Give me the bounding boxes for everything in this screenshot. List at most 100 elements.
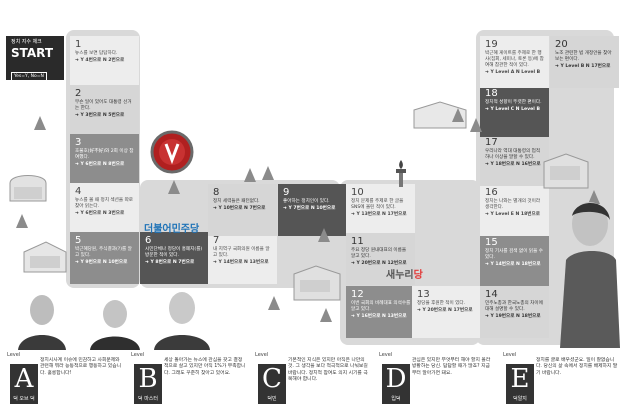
building-center-icon bbox=[293, 265, 341, 301]
cell-18: 18 정치적 성향이 뚜렷한 편이다. ➜ Y Level C N Level … bbox=[480, 85, 549, 137]
cell-nav: ➜ Y Level A N Level B bbox=[485, 70, 541, 75]
level-word: Level bbox=[503, 352, 517, 358]
level-letter: C bbox=[258, 364, 286, 394]
cell-number: 7 bbox=[213, 235, 220, 246]
cell-number: 18 bbox=[485, 88, 498, 99]
cell-nav: ➜ Y 18번으로 N 16번으로 bbox=[485, 162, 541, 167]
cell-number: 1 bbox=[75, 39, 82, 50]
level-name: 입덕 bbox=[382, 394, 410, 404]
cell-5: 5 박근혜당원, 주식결과(?)를 알고 있다. ➜ Y 9번으로 N 10번으… bbox=[70, 232, 139, 284]
level-word: Level bbox=[379, 352, 393, 358]
tree-icon bbox=[320, 308, 332, 322]
cell-15: 15 정치 기사를 검색 없이 읽을 수 있다. ➜ Y 14번으로 N 18번… bbox=[480, 234, 549, 286]
level-description: 정치를 글로 배우셨군요. 일이 잘없습니다. 당신의 삶 속에서 정치를 배제… bbox=[536, 358, 618, 376]
tree-icon bbox=[268, 296, 280, 310]
building-left-icon bbox=[9, 175, 47, 202]
level-description: 세상 돌아가는 뉴스에 관심을 갖고 결정적으로 살고 있지만 아직 1%가 부… bbox=[164, 358, 246, 376]
level-word: Level bbox=[255, 352, 269, 358]
level-name: 덕 오브 덕 bbox=[10, 394, 38, 404]
cell-9: 9 좋아하는 정치인이 있다. ➜ Y 7번으로 N 10번으로 bbox=[278, 184, 347, 236]
cell-number: 12 bbox=[351, 289, 364, 300]
cell-question: 정치 세력들은 패턴없다. bbox=[213, 199, 260, 204]
cell-number: 14 bbox=[485, 289, 498, 300]
building-left2-icon bbox=[23, 241, 67, 273]
cell-4: 4 뉴스를 볼 때 정치 섹션을 따로 찾아 읽는다. ➜ Y 6번으로 N 3… bbox=[70, 183, 139, 235]
tree-icon bbox=[452, 108, 464, 122]
tree-icon bbox=[588, 190, 600, 204]
cell-number: 9 bbox=[283, 187, 290, 198]
cell-question: 내 지역구 국회의원 이름을 알고 있다. bbox=[213, 247, 270, 258]
cell-number: 17 bbox=[485, 137, 498, 148]
cell-question: 뉴스를 보면 답답하다. bbox=[75, 51, 118, 56]
minjoo-logo-icon bbox=[150, 130, 194, 174]
cell-nav: ➜ Y 20번으로 N 17번으로 bbox=[417, 308, 473, 313]
cell-question: 박근혜당원, 주식결과(?)를 알고 있다. bbox=[75, 247, 132, 258]
level-badge: Level D 입덕 bbox=[379, 352, 410, 404]
level-card-c: Level C 덕민 기본적인 지식은 있지만 아직은 나만의 것. 그 생각을… bbox=[252, 348, 370, 404]
cell-nav: ➜ Y 3번으로 N 5번으로 bbox=[75, 113, 125, 118]
cell-question: 시민단체나 정당이 홍폐지(를) 방문한 적이 있다. bbox=[145, 247, 203, 258]
cell-12: 12 이번 국회의 비례대표 의석수를 알고 있다. ➜ Y 16번으로 N 1… bbox=[346, 286, 415, 338]
cell-number: 4 bbox=[75, 186, 82, 197]
level-name: 덕민 bbox=[258, 394, 286, 404]
cell-number: 16 bbox=[485, 187, 498, 198]
level-letter: A bbox=[10, 364, 38, 394]
cell-nav: ➜ Y 9번으로 N 10번으로 bbox=[75, 260, 128, 265]
level-badge: Level B 덕 마스터 bbox=[131, 352, 162, 404]
cell-question: 정치는 나와는 별개의 것이라 생각한다. bbox=[485, 199, 541, 210]
level-badge: Level C 덕민 bbox=[255, 352, 286, 404]
cell-number: 2 bbox=[75, 88, 82, 99]
cell-nav: ➜ Y 14번으로 N 18번으로 bbox=[485, 262, 541, 267]
level-letter: D bbox=[382, 364, 410, 394]
start-title: START bbox=[11, 46, 54, 60]
cell-11: 11 주요 정당 원내대표의 이름을 알고 있다. ➜ Y 20번으로 N 12… bbox=[346, 233, 415, 285]
cell-number: 10 bbox=[351, 187, 364, 198]
cell-nav: ➜ Y 13번으로 N 17번으로 bbox=[351, 212, 407, 217]
level-card-a: Level A 덕 오브 덕 정치시사계 이슈에 민감하고 사회문제와 관련해 … bbox=[4, 348, 122, 404]
cell-nav: ➜ Y 6번으로 N 3번으로 bbox=[75, 211, 125, 216]
tree-icon bbox=[262, 166, 274, 180]
level-name: 덕 마스터 bbox=[134, 394, 162, 404]
cell-1: 1 뉴스를 보면 답답하다. ➜ Y 4번으로 N 2번으로 bbox=[70, 36, 139, 88]
building-right-icon bbox=[543, 153, 589, 189]
saenuri-logo-dang: 당 bbox=[413, 270, 423, 281]
cell-question: 박근혜 게이트를 주제로 한 행사(집회, 세미나, 토론 등)에 참여해 참관… bbox=[485, 51, 544, 68]
cell-question: 우리나라 역대 대통령의 업적 하나 이상을 말할 수 있다. bbox=[485, 149, 541, 160]
cell-nav: ➜ Y 19번으로 N 18번으로 bbox=[485, 314, 541, 319]
level-description: 기본적인 지식은 있지만 아직은 나만의 것. 그 생각을 보다 적극적으로 나… bbox=[288, 358, 368, 382]
tree-icon bbox=[16, 214, 28, 228]
start-box: 정치 지수 체크 START Yes=Y, No=N bbox=[6, 36, 64, 81]
cell-number: 15 bbox=[485, 237, 498, 248]
saenuri-party-logo: 새누리당 bbox=[386, 266, 423, 281]
cell-question: 노조 관련한 법 개정안을 찾아보는 편이다. bbox=[555, 51, 612, 62]
cell-question: 좋아하는 정치인이 있다. bbox=[283, 199, 330, 204]
cell-number: 8 bbox=[213, 187, 220, 198]
start-legend: Yes=Y, No=N bbox=[11, 72, 47, 81]
cell-number: 6 bbox=[145, 235, 152, 246]
torch-icon bbox=[396, 160, 406, 187]
cell-question: 뉴스를 볼 때 정치 섹션을 따로 찾아 읽는다. bbox=[75, 198, 134, 209]
level-word: Level bbox=[131, 352, 145, 358]
tree-icon bbox=[318, 228, 330, 242]
tree-icon bbox=[168, 180, 180, 194]
cell-nav: ➜ Y 14번으로 N 13번으로 bbox=[213, 260, 269, 265]
level-description: 정치시사계 이슈에 민감하고 사회문제와 관련해 뭐라 능동적으로 행동하고 있… bbox=[40, 358, 122, 376]
cell-13: 13 정당을 후원한 적이 있다. ➜ Y 20번으로 N 17번으로 bbox=[412, 286, 481, 338]
cell-16: 16 정치는 나와는 별개의 것이라 생각한다. ➜ Y Level E N 1… bbox=[480, 184, 549, 236]
level-card-b: Level B 덕 마스터 세상 돌아가는 뉴스에 관심을 갖고 결정적으로 살… bbox=[128, 348, 246, 404]
saenuri-logo-text: 새누리 bbox=[386, 270, 414, 281]
cell-20: 20 노조 관련한 법 개정안을 찾아보는 편이다. ➜ Y Level B N… bbox=[550, 36, 619, 88]
level-word: Level bbox=[7, 352, 21, 358]
level-letter: E bbox=[506, 364, 534, 394]
cell-14: 14 민주노총과 한국노총의 차이에 대해 설명할 수 있다. ➜ Y 19번으… bbox=[480, 286, 549, 338]
cell-number: 5 bbox=[75, 235, 82, 246]
cell-nav: ➜ Y 6번으로 N 8번으로 bbox=[75, 162, 125, 167]
cell-question: 정치 문제를 주제로 한 글을 SNS에 올린 적이 있다. bbox=[351, 199, 404, 210]
cell-number: 19 bbox=[485, 39, 498, 50]
cell-10: 10 정치 문제를 주제로 한 글을 SNS에 올린 적이 있다. ➜ Y 13… bbox=[346, 184, 415, 236]
cell-17: 17 우리나라 역대 대통령의 업적 하나 이상을 말할 수 있다. ➜ Y 1… bbox=[480, 134, 549, 186]
level-description: 관심은 있지만 무엇부터 해야 할지 몰라 방황하는 당신. 답답할 때가 많죠… bbox=[412, 358, 491, 376]
politician-figure-1-icon bbox=[18, 295, 66, 350]
cell-nav: ➜ Y Level B N 17번으로 bbox=[555, 64, 611, 69]
cell-3: 3 호불호(好不好)와 2회 이상 참여했다. ➜ Y 6번으로 N 8번으로 bbox=[70, 134, 139, 186]
